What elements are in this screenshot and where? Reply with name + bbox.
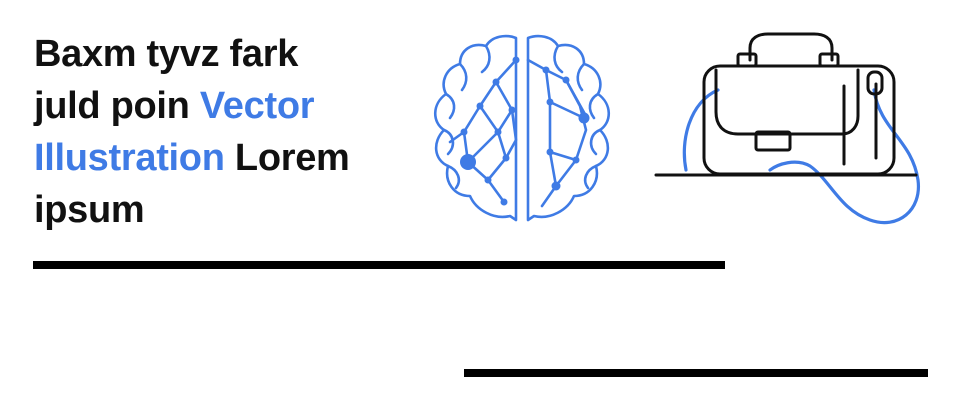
headline: Baxm tyvz fark juld poin Vector Illustra… <box>34 28 414 236</box>
headline-line-1: Baxm tyvz fark <box>34 33 299 75</box>
headline-accent-illustration: Illustration <box>34 137 225 179</box>
divider-line-bottom <box>464 369 928 377</box>
handbag-icon <box>654 32 920 225</box>
headline-line-3-text: Lorem <box>234 137 350 179</box>
headline-line-4: ipsum <box>34 189 145 231</box>
headline-line-2-text: juld poin <box>34 85 190 127</box>
brain-network-icon <box>433 34 611 222</box>
divider-line-top <box>33 261 725 269</box>
headline-accent-vector: Vector <box>199 85 315 127</box>
